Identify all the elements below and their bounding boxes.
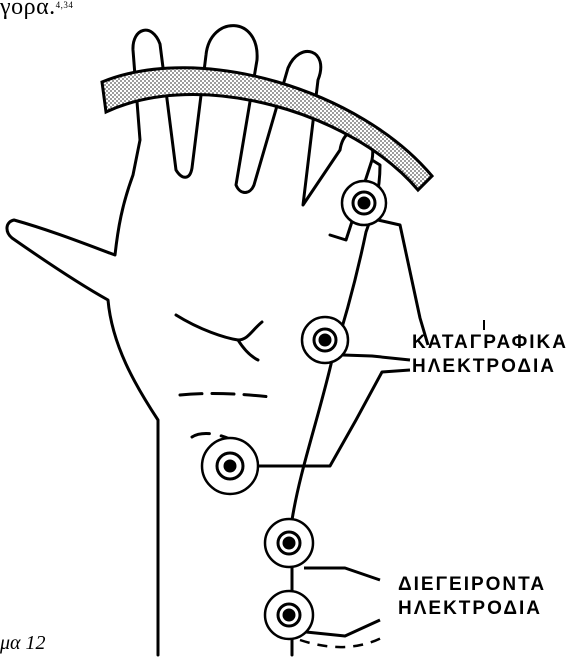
palm-crease — [176, 315, 262, 340]
wrist-crease — [180, 394, 270, 397]
stimulating-lead-1 — [304, 568, 380, 580]
recording-electrode-2 — [302, 317, 348, 363]
electrodes — [202, 181, 386, 639]
stimulating-lead-2 — [306, 620, 380, 636]
palm-crease-2 — [238, 340, 258, 360]
bottom-partial-outline — [300, 636, 385, 647]
stimulating-label-line2: ΗΛΕΚΤΡΟΔΙΑ — [398, 597, 546, 621]
figure-caption: μα 12 — [0, 632, 46, 655]
recording-label-line1: ΚΑΤΑΓΡΑΦΙΚΑ — [412, 331, 568, 355]
stimulating-electrode-2 — [265, 591, 313, 639]
recording-electrodes-label: ΚΑΤΑΓΡΑΦΙΚΑ ΗΛΕΚΤΡΟΔΙΑ — [412, 331, 568, 379]
recording-electrode-1 — [342, 181, 386, 225]
recording-lead-2 — [343, 355, 410, 360]
finger-band — [102, 68, 432, 190]
stimulating-label-line1: ΔΙΕΓΕΙΡΟΝΤΑ — [398, 573, 546, 597]
stimulating-electrode-1 — [265, 519, 313, 567]
recording-lead-3 — [258, 370, 410, 466]
recording-lead-1 — [378, 220, 428, 345]
recording-label-line2: ΗΛΕΚΤΡΟΔΙΑ — [412, 355, 568, 379]
stimulating-electrodes-label: ΔΙΕΓΕΙΡΟΝΤΑ ΗΛΕΚΤΡΟΔΙΑ — [398, 573, 546, 621]
recording-electrode-3 — [202, 438, 258, 494]
